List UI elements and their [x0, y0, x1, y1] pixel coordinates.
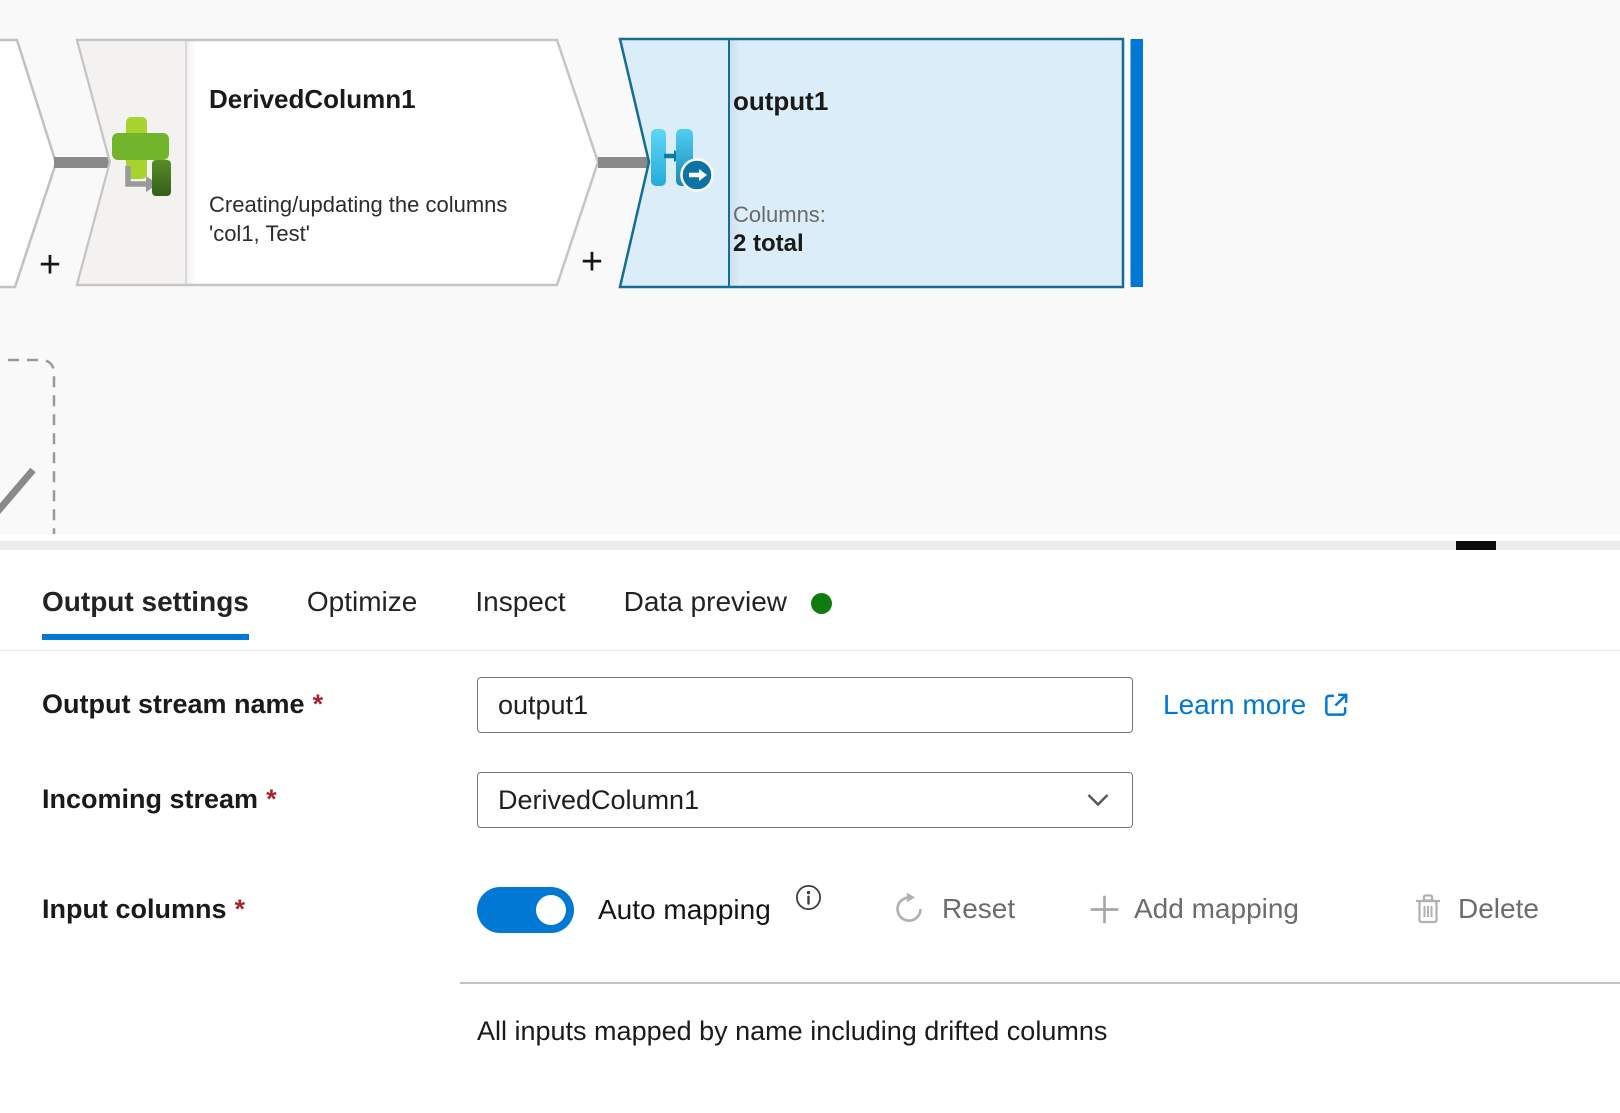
tab-bar-divider	[0, 650, 1620, 651]
tab-label: Data preview	[623, 586, 788, 617]
sink-icon	[651, 129, 714, 192]
auto-mapping-label: Auto mapping	[598, 894, 771, 925]
refresh-icon	[893, 891, 929, 927]
output-node-columns-label: Columns:	[733, 202, 826, 227]
tab-label: Output settings	[42, 586, 249, 617]
panel-resize-handle[interactable]	[1456, 541, 1496, 550]
required-marker: *	[234, 894, 246, 924]
dataflow-canvas[interactable]: DerivedColumn1 Creating/updating the col…	[0, 0, 1620, 534]
delete-button[interactable]: Delete	[1411, 886, 1539, 932]
required-marker: *	[266, 784, 277, 814]
derived-column-node[interactable]	[75, 38, 600, 287]
output-stream-name-input[interactable]	[477, 677, 1133, 733]
add-transformation-button-left[interactable]: +	[38, 244, 62, 286]
output-node[interactable]	[618, 37, 1143, 289]
derived-column-icon	[112, 117, 171, 196]
reset-label: Reset	[942, 893, 1016, 924]
output-stream-name-label: Output stream name*	[42, 689, 324, 719]
mapping-section-divider	[460, 982, 1620, 984]
tab-label: Inspect	[475, 586, 566, 617]
tab-output-settings[interactable]: Output settings	[42, 586, 249, 640]
output-node-columns-count: 2 total	[733, 230, 804, 257]
settings-panel: Output settings Optimize Inspect Data pr…	[0, 550, 1620, 1113]
learn-more-link[interactable]: Learn more	[1163, 689, 1351, 721]
panel-divider	[0, 541, 1620, 550]
tab-inspect[interactable]: Inspect	[475, 586, 565, 640]
new-node-placeholder	[0, 358, 56, 534]
edge-stub	[0, 467, 36, 515]
incoming-stream-value: DerivedColumn1	[498, 784, 700, 815]
upstream-node-partial[interactable]	[0, 38, 58, 289]
dataflow-graph	[0, 37, 1143, 534]
tab-bar: Output settings Optimize Inspect Data pr…	[42, 586, 833, 640]
add-mapping-label: Add mapping	[1134, 893, 1300, 924]
required-marker: *	[312, 689, 324, 719]
external-link-icon	[1321, 690, 1351, 720]
selection-gap	[1125, 39, 1131, 287]
selection-accent-bar	[1130, 39, 1143, 287]
stream-connector-left	[54, 157, 111, 168]
add-mapping-button[interactable]: Add mapping	[1088, 886, 1299, 932]
tab-optimize[interactable]: Optimize	[307, 586, 417, 640]
incoming-stream-dropdown[interactable]: DerivedColumn1	[477, 772, 1133, 828]
auto-mapping-toggle[interactable]	[477, 887, 574, 933]
delete-label: Delete	[1458, 893, 1539, 924]
input-columns-label: Input columns*	[42, 894, 246, 924]
incoming-stream-label: Incoming stream*	[42, 784, 277, 814]
auto-mapping-caption: All inputs mapped by name including drif…	[477, 1016, 1108, 1046]
derived-node-title: DerivedColumn1	[209, 84, 416, 114]
info-icon[interactable]	[795, 884, 822, 911]
toggle-knob	[536, 895, 566, 925]
add-transformation-button-right[interactable]: +	[580, 241, 604, 283]
tab-data-preview[interactable]: Data preview	[623, 586, 833, 640]
trash-icon	[1411, 892, 1445, 926]
stream-connector-right	[598, 157, 650, 168]
output-node-title: output1	[733, 86, 829, 116]
tab-label: Optimize	[306, 586, 418, 617]
reset-button[interactable]: Reset	[893, 886, 1015, 932]
status-dot	[811, 593, 833, 614]
chevron-down-icon	[1086, 793, 1110, 808]
derived-node-description: Creating/updating the columns 'col1, Tes…	[209, 192, 508, 246]
plus-icon	[1088, 893, 1121, 926]
